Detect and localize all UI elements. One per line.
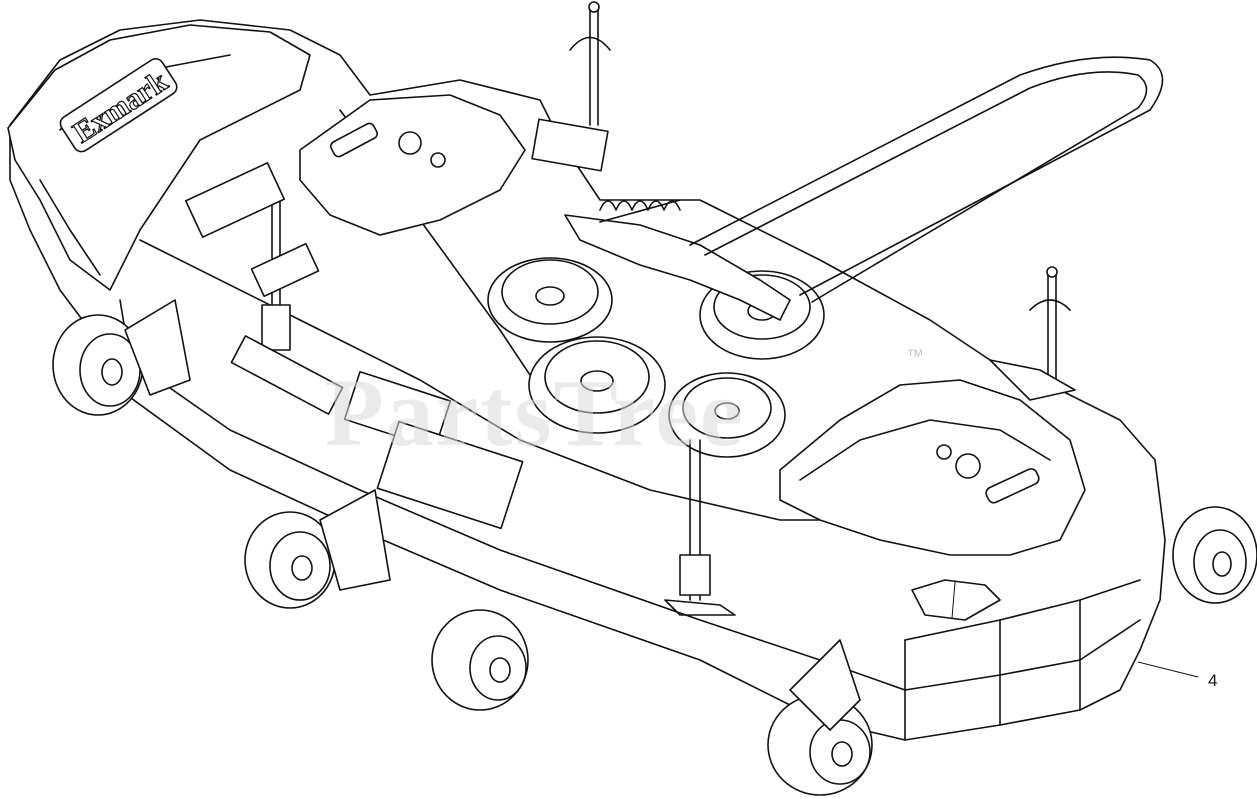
wheel-front-right (767, 639, 873, 796)
watermark: PartsTree ™ (325, 346, 924, 466)
pin-rear-center (569, 1, 611, 126)
drive-belt (689, 56, 1164, 303)
watermark-text: PartsTree (325, 359, 745, 466)
callout-4-leader (1137, 661, 1199, 678)
pulley-left-rear (487, 257, 613, 343)
height-pins (261, 1, 1076, 616)
center-left-cover (299, 94, 526, 236)
spindle-pulleys (487, 257, 825, 458)
pin-front (664, 439, 736, 616)
tension-spring (599, 199, 681, 223)
idler-arm-assembly (531, 118, 791, 321)
watermark-trademark: ™ (906, 346, 924, 366)
wheel-right-side (1172, 506, 1257, 604)
pin-right (989, 266, 1076, 401)
callout-4[interactable]: 4 (1137, 661, 1217, 690)
wheel-front-center (431, 609, 529, 711)
wheel-left-front (244, 489, 391, 609)
anti-scalp-wheels (52, 299, 1257, 796)
right-belt-cover (779, 379, 1086, 556)
wheel-left-rear (52, 299, 191, 416)
callout-4-label[interactable]: 4 (1208, 671, 1217, 690)
pulley-center (528, 336, 666, 434)
left-belt-cover: Exmark (7, 24, 311, 291)
decals (184, 162, 1001, 621)
pulley-front (668, 372, 786, 458)
